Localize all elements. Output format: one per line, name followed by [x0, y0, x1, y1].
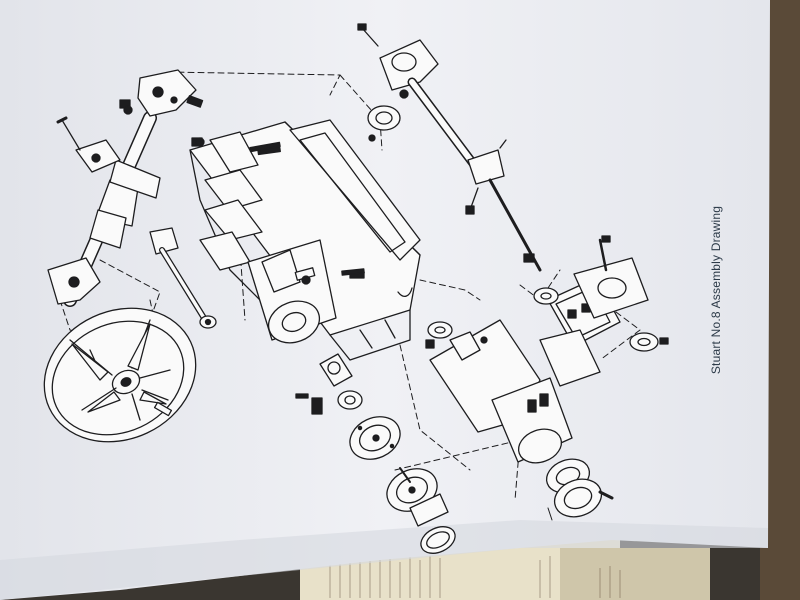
cylinder-cover	[349, 416, 401, 460]
flywheel-icon	[43, 307, 197, 443]
bolt-icon	[123, 105, 365, 399]
eccentric-rod	[149, 227, 217, 329]
drawing-caption: Stuart No.8 Assembly Drawing	[709, 205, 723, 375]
piston	[311, 353, 363, 415]
cylinder-icon	[247, 239, 337, 344]
main-bearing-top	[119, 69, 204, 117]
steam-chest-icon	[523, 235, 669, 387]
paper-shadow-fold	[0, 520, 768, 600]
main-bearing-left	[56, 116, 121, 173]
crosshead	[367, 105, 401, 142]
main-bearing-bottom	[47, 257, 101, 305]
lower-cylinder-body	[491, 377, 614, 521]
gland-ring	[409, 493, 456, 554]
connecting-rod-icon	[357, 23, 483, 175]
exploded-assembly-drawing	[43, 23, 669, 554]
